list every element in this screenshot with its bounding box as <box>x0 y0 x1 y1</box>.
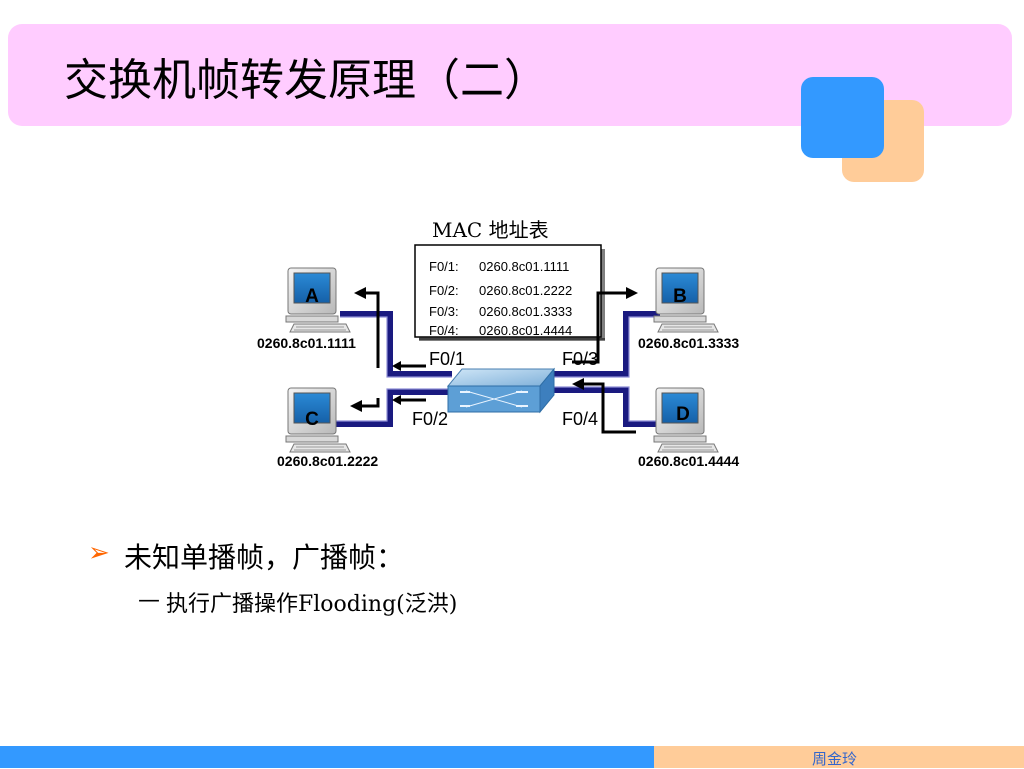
slide-title: 交换机帧转发原理（二） <box>64 55 548 106</box>
mac-table-title: MAC 地址表 <box>432 218 549 242</box>
bullet-text: 未知单播帧，广播帧： <box>124 541 405 574</box>
cable-c <box>336 388 452 427</box>
switch-icon <box>446 367 556 414</box>
host-b-label: B <box>673 286 687 307</box>
mac-row-4-mac: 0260.8c01.4444 <box>479 323 572 338</box>
mac-table-rows: F0/1: 0260.8c01.1111 F0/2: 0260.8c01.222… <box>429 259 572 338</box>
footer-bar-orange <box>654 746 1024 768</box>
host-c-label: C <box>305 409 319 430</box>
cable-b <box>552 311 660 378</box>
port-label-f04: F0/4 <box>562 409 598 429</box>
host-a-label: A <box>305 286 319 307</box>
arrow-to-b <box>572 287 638 364</box>
decor-square-blue <box>801 77 884 158</box>
mac-row-2-mac: 0260.8c01.2222 <box>479 283 572 298</box>
host-d-mac: 0260.8c01.4444 <box>638 453 739 469</box>
host-a-mac: 0260.8c01.1111 <box>257 335 356 351</box>
mac-row-4-port: F0/4: <box>429 323 459 338</box>
cable-d <box>552 386 660 427</box>
arrow-incoming-d <box>572 378 636 434</box>
mac-row-1-port: F0/1: <box>429 259 459 274</box>
port-label-f01: F0/1 <box>429 349 465 369</box>
mac-row-2-port: F0/2: <box>429 283 459 298</box>
host-b-mac: 0260.8c01.3333 <box>638 335 739 351</box>
host-d-label: D <box>676 404 690 425</box>
port-label-f02: F0/2 <box>412 409 448 429</box>
arrow-to-c <box>350 395 426 412</box>
host-c-mac: 0260.8c01.2222 <box>277 453 378 469</box>
footer-author: 周金玲 <box>812 750 858 768</box>
mac-row-1-mac: 0260.8c01.1111 <box>479 259 569 274</box>
sub-bullet-dash: — <box>138 588 160 613</box>
mac-row-3-mac: 0260.8c01.3333 <box>479 304 572 319</box>
mac-table <box>414 244 605 341</box>
port-label-f03: F0/3 <box>562 349 598 369</box>
cable-a <box>340 311 452 378</box>
sub-bullet-text: 执行广播操作Flooding(泛洪) <box>166 592 458 617</box>
arrow-bullet-icon: ➢ <box>88 538 110 568</box>
flood-arrows <box>350 287 638 434</box>
cables <box>336 311 660 427</box>
footer-bar-blue <box>0 746 654 768</box>
mac-row-3-port: F0/3: <box>429 304 459 319</box>
arrow-to-a <box>354 287 426 371</box>
